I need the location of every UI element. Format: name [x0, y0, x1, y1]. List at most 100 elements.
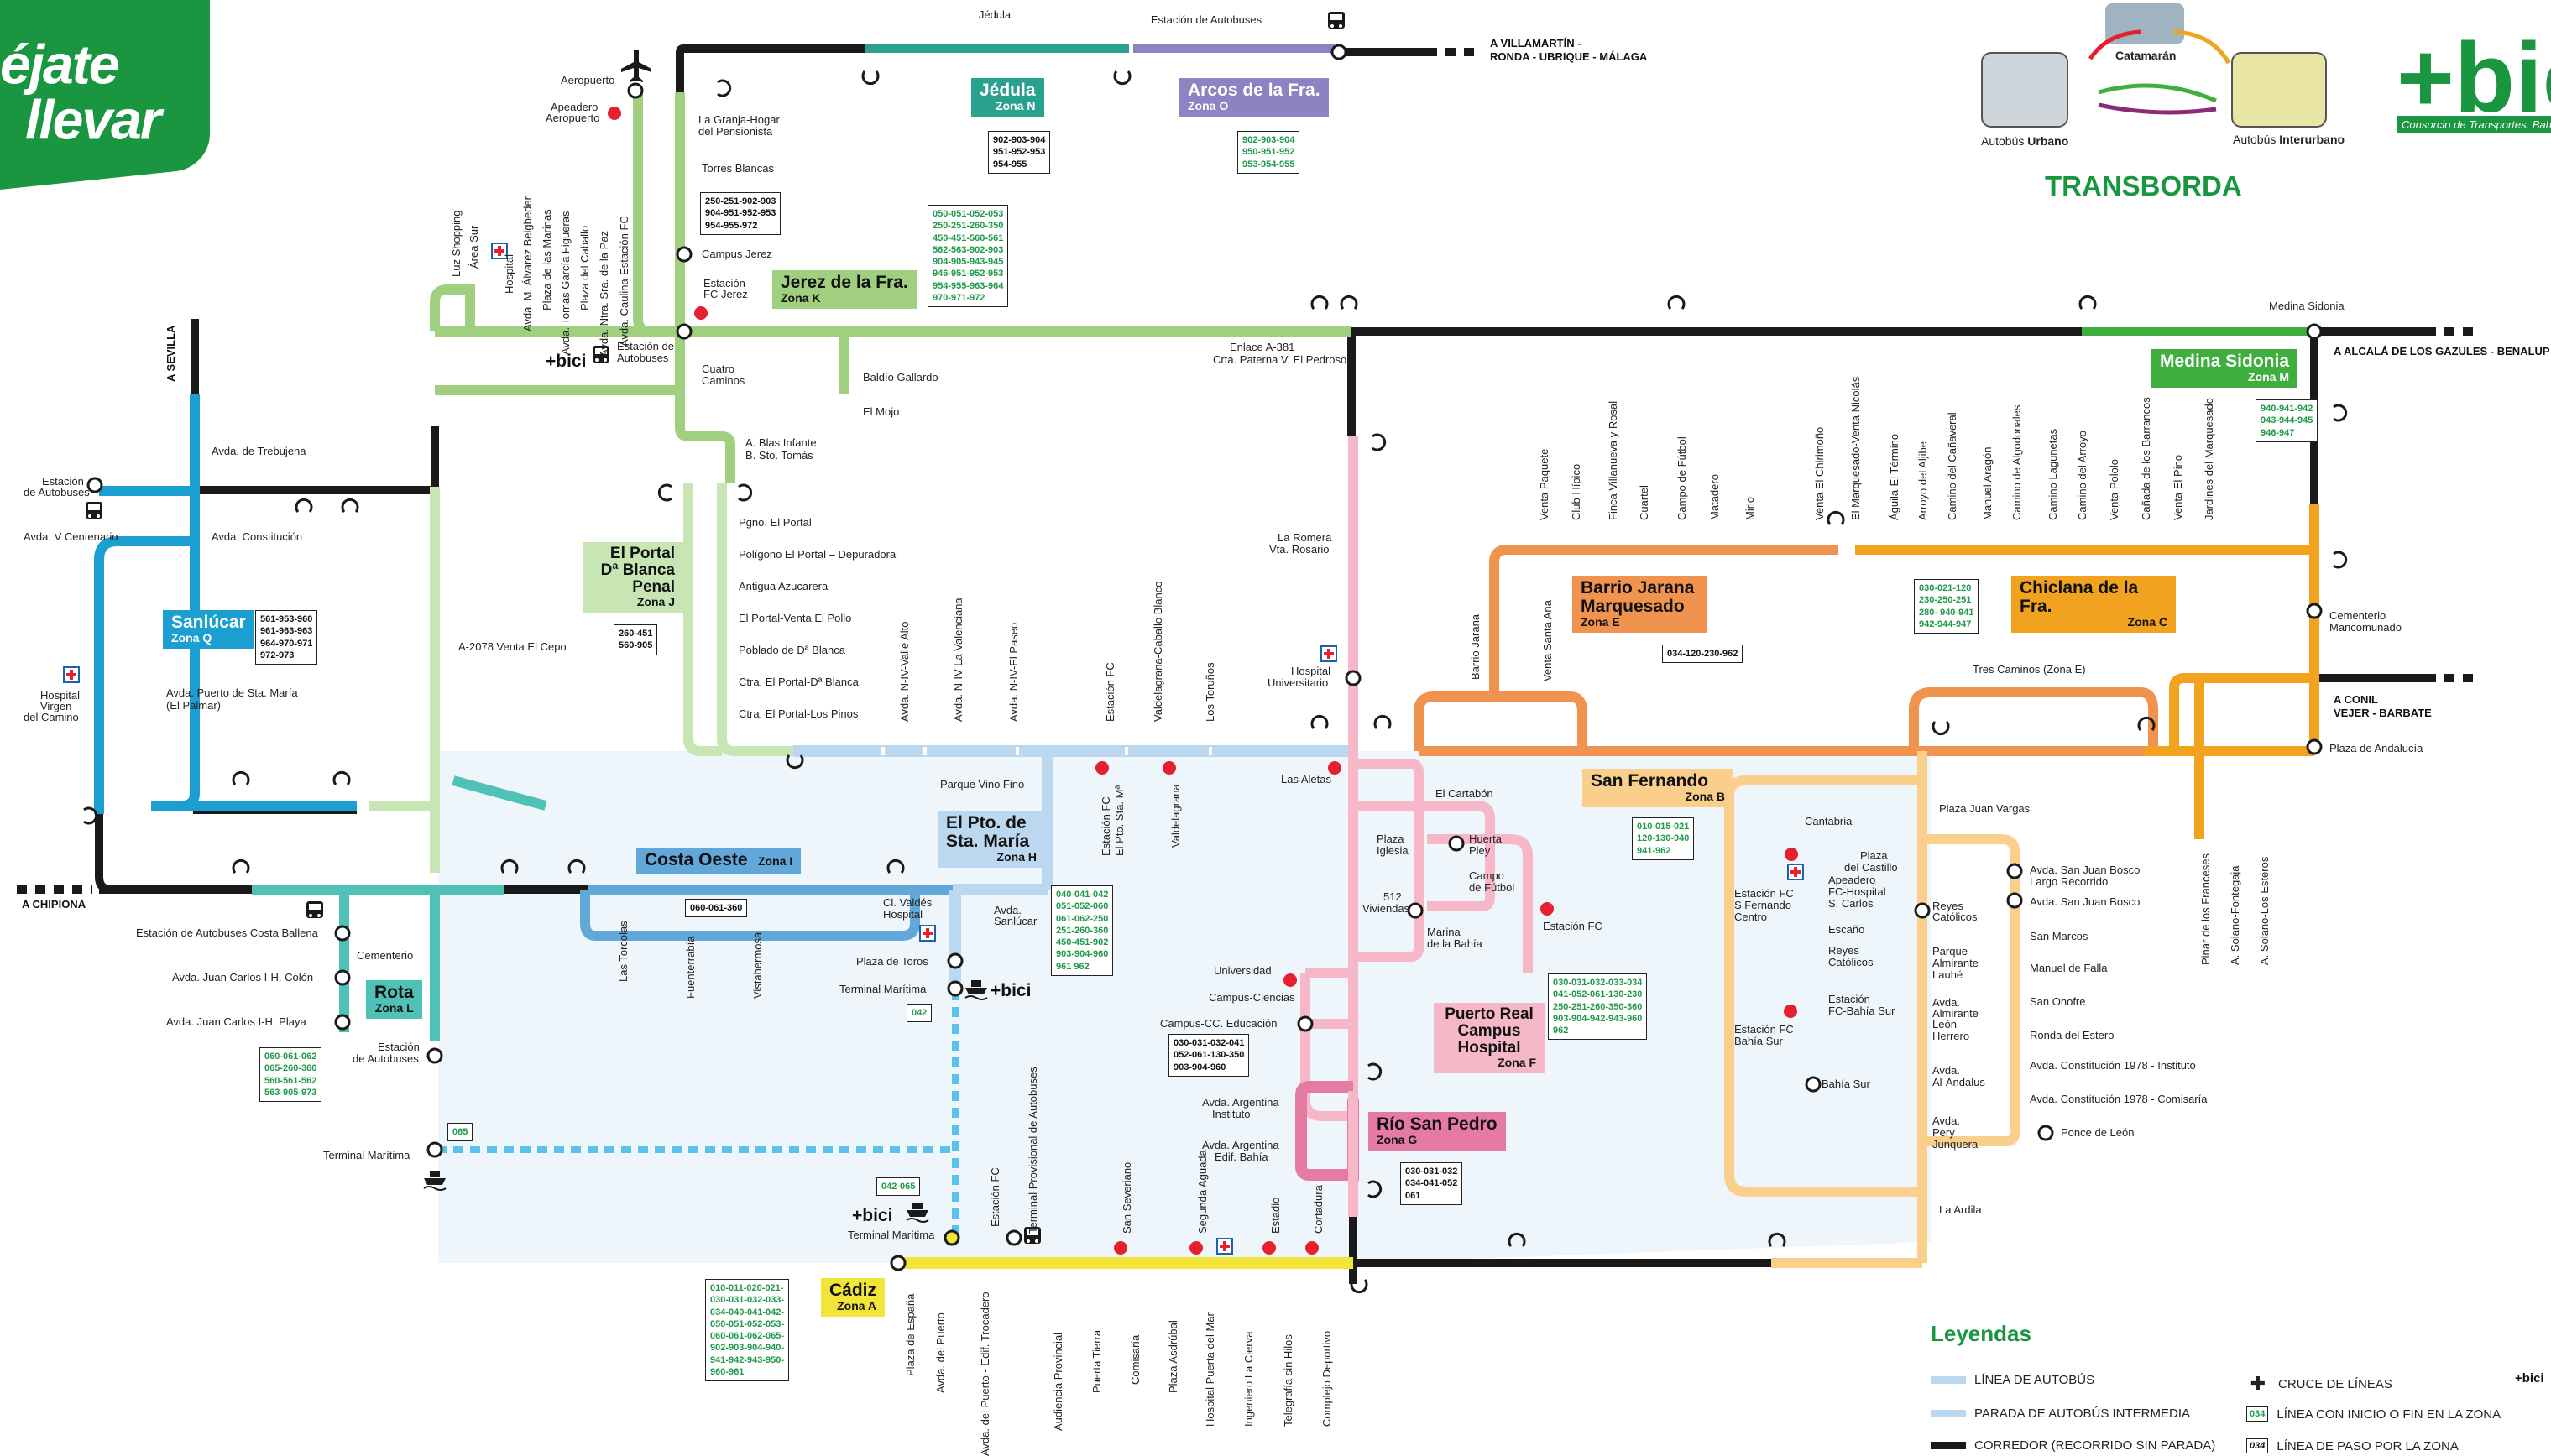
corridor-north: [676, 44, 865, 92]
stop-label: Universidad: [1214, 964, 1272, 977]
zone-sanlucar: Sanlúcar Zona Q: [163, 610, 254, 649]
stop-label-vertical: Valdelagrana-Caballo Blanco: [1152, 581, 1164, 722]
stop-label: La Romera: [1278, 531, 1332, 544]
turnaround-markers: [83, 70, 2348, 1294]
legend-bici: +bici: [2515, 1371, 2544, 1386]
stop-label: Torres Blancas: [702, 162, 774, 175]
stop-label-vertical: Valdelagrana: [1169, 784, 1182, 848]
station-ponce-leon: [2037, 1125, 2054, 1141]
ferry-icon: [906, 1203, 929, 1223]
stop-label: Escaño: [1828, 923, 1865, 936]
station-bahia-sur: [1805, 1076, 1822, 1093]
stop-label: Lauhé: [1932, 968, 1963, 981]
stop-label: Católicos: [1932, 911, 1978, 923]
stop-label-vertical: Audiencia Provincial: [1052, 1332, 1064, 1431]
station-colon: [334, 969, 351, 986]
bus-icon: [593, 346, 609, 363]
code-line: 042: [912, 1008, 928, 1018]
line-chiclana: [1855, 504, 2319, 839]
stop-label: Medina Sidonia: [2269, 300, 2345, 312]
station-cadiz-terminal: [944, 1229, 960, 1246]
codes-ferry-042065: 042-065: [876, 1177, 921, 1197]
code-line: 060-061-062-065-: [710, 1331, 785, 1342]
bus-icon: [86, 502, 102, 519]
stop-label-vertical: Jardines del Marquesado: [2203, 398, 2215, 520]
code-line: 030-021-120: [1919, 583, 1972, 593]
stop-label-vertical: Plaza Asdrúbal: [1167, 1320, 1179, 1393]
stop-label: Cementerio: [2329, 609, 2386, 622]
code-line: 970-971-972: [933, 293, 985, 304]
code-line: 904-951-952-953: [705, 208, 776, 219]
legend-intermediate-stop: PARADA DE AUTOBÚS INTERMEDIA: [1931, 1406, 2190, 1421]
stop-label: Apeadero: [551, 101, 599, 113]
stop-label-vertical: Comisaría: [1129, 1334, 1142, 1385]
code-line: 903-904-960: [1174, 1062, 1226, 1072]
code-line: 010-011-020-021-: [710, 1283, 784, 1293]
stop-label-vertical: Estación FC: [1104, 662, 1116, 722]
crossing-icon: ✚: [2250, 1373, 2266, 1394]
stop-label: Marina: [1427, 926, 1461, 938]
zone-rio-san-pedro: Río San Pedro Zona G: [1368, 1112, 1506, 1151]
station-rota-bus: [426, 1047, 443, 1064]
zone-chiclana: Chiclana de la Fra. Zona C: [2011, 576, 2176, 633]
stop-label-vertical: Plaza de las Marinas: [541, 209, 553, 311]
stop-label-vertical: Campo de Fútbol: [1675, 436, 1688, 520]
stop-label: (El Palmar): [166, 699, 222, 712]
hospital-icon: [63, 666, 80, 683]
stop-label-vertical: Plaza del Caballo: [578, 225, 591, 311]
codes-cadiz: 010-011-020-021-030-031-032-033-034-040-…: [705, 1279, 790, 1382]
code-line: 953-954-955: [1242, 159, 1295, 170]
stop-label: Ronda del Estero: [2030, 1029, 2115, 1041]
line-san-fernando: [1724, 751, 2020, 1268]
station-juan-bosco-lr: [2006, 863, 2023, 879]
stop-label: Mancomunado: [2329, 621, 2402, 634]
code-line: 034-120-230-962: [1667, 649, 1738, 659]
code-line: 951-952-953: [993, 147, 1046, 158]
stop-label-vertical: Los Toruños: [1204, 662, 1216, 722]
code-line: 954-955-972: [705, 220, 758, 231]
bus-icons: [86, 12, 1345, 1244]
stop-label: 512: [1383, 890, 1402, 903]
codes-barrio-jarana: 034-120-230-962: [1662, 645, 1743, 664]
transfer-arrows: [2088, 29, 2231, 115]
code-line: 065: [452, 1127, 468, 1137]
code-line: 030-031-032: [1405, 1166, 1458, 1177]
dest-sevilla: A SEVILLA: [165, 325, 177, 382]
code-line: 946-951-952-953: [933, 269, 1004, 279]
stop-label: Edif. Bahía: [1215, 1151, 1268, 1163]
code-line: 250-251-260-350-360: [1553, 1001, 1643, 1012]
stop-label-vertical: Avda. N-IV-La Valenciana: [952, 598, 964, 722]
station-terminal-prov: [1006, 1229, 1022, 1246]
stop-label-vertical: Camino del Arroyo: [2076, 431, 2088, 520]
station-campus-educacion: [1297, 1015, 1314, 1032]
stop-label: Al-Andalus: [1932, 1076, 1985, 1088]
zone-pto-sta-maria: El Pto. de Sta. María Zona H: [938, 811, 1045, 868]
stop-label: A. Blas Infante: [745, 436, 817, 449]
stop-label-vertical: Avda. Caulina-Estación FC: [618, 216, 630, 347]
line-jerez: [430, 92, 1351, 483]
code-line: 943-944-945: [2261, 415, 2313, 426]
corridor-sanlucar-chipiona: [95, 814, 112, 894]
stop-label: Virgen: [40, 700, 72, 712]
codes-costa-oeste: 060-061-360: [685, 899, 748, 918]
station-jerez-bus: [676, 323, 693, 340]
stop-label: Hospital: [1291, 665, 1330, 677]
stop-label-vertical: Manuel Aragón: [1981, 446, 1994, 520]
stop-label-vertical: Puerta Tierra: [1090, 1329, 1103, 1393]
stop-label: Avda. V Centenario: [24, 530, 118, 543]
stop-label: Avda. Argentina: [1202, 1096, 1279, 1109]
zone-jerez: Jerez de la Fra. Zona K: [772, 270, 917, 309]
dest-villamartin: A VILLAMARTÍN - RONDA - UBRIQUE - MÁLAGA: [1490, 37, 1648, 63]
stop-label: Avda. Juan Carlos I-H. Colón: [172, 971, 314, 984]
stop-label: Avda. San Juan Bosco: [2030, 895, 2141, 908]
stop-label: Plaza de Andalucía: [2329, 742, 2423, 754]
stop-label: Enlace A-381: [1230, 341, 1295, 353]
code-line: 563-905-973: [264, 1087, 317, 1098]
stop-label: Avda. Juan Carlos I-H. Playa: [166, 1015, 306, 1028]
